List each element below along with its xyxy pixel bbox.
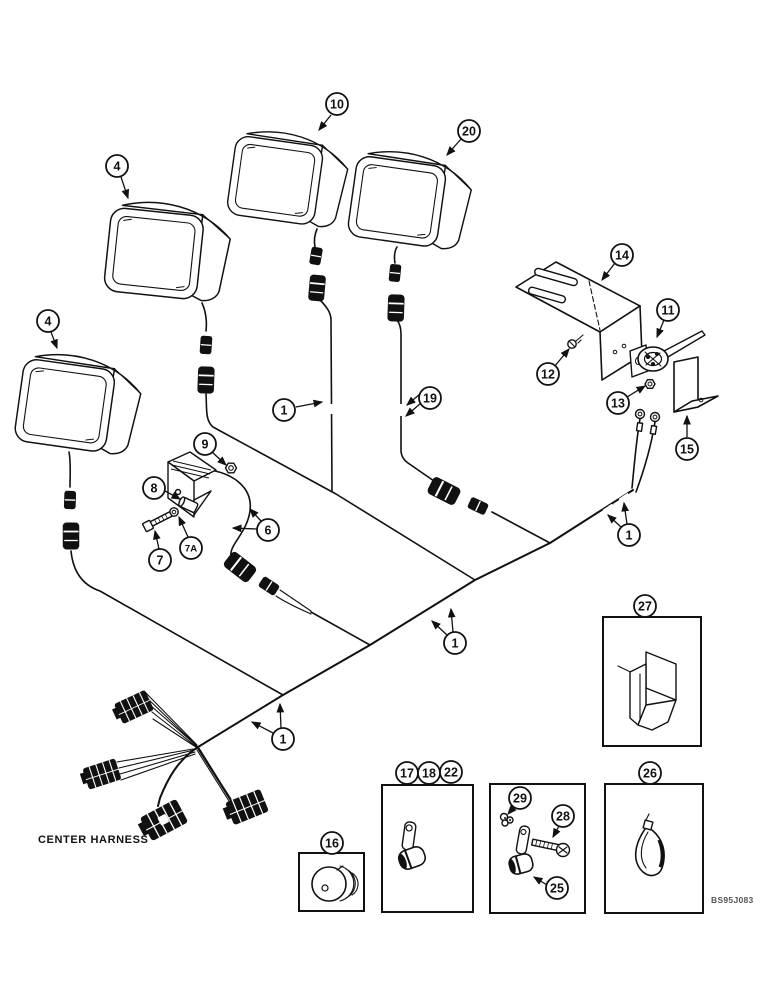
switch-bracket-14 [515,261,643,381]
detail-box-26 [604,783,704,914]
svg-text:1: 1 [280,733,287,747]
wire-main-trunk [157,489,634,807]
wire-breaks [246,404,631,725]
svg-text:7A: 7A [185,544,197,555]
svg-text:8: 8 [151,482,158,496]
center-harness [78,689,270,845]
screw-12 [567,334,584,349]
callout-25: 25 [545,876,569,900]
svg-text:19: 19 [423,392,437,406]
wire-lamp4-left [70,550,284,696]
nut-9 [224,462,238,474]
callout-13: 13 [606,391,630,415]
svg-text:22: 22 [444,766,458,780]
detail-box-17-18-22 [381,784,474,913]
lamp-bracket-assembly [142,451,238,533]
wire-lamp20 [396,319,435,482]
callout-29: 29 [508,786,532,810]
bracket-15 [673,356,719,413]
callout-15: 15 [675,437,699,461]
wire-lamp10 [319,299,333,492]
svg-text:28: 28 [556,810,570,824]
wire-6-jumper [209,469,252,557]
hardware-29 [499,812,514,827]
nut-13 [644,379,656,389]
svg-text:1: 1 [626,529,633,543]
work-lamp-4-upper [102,197,234,304]
svg-text:1: 1 [452,637,459,651]
callout-28: 28 [551,804,575,828]
harness-wires [68,228,656,807]
cover-27 [617,651,677,731]
svg-text:20: 20 [462,125,476,139]
callout-4-upper: 4 [105,154,129,178]
svg-text:11: 11 [661,304,674,318]
callout-17: 17 [395,761,419,785]
callout-26: 26 [638,761,662,785]
callout-1-right: 1 [617,523,641,547]
callout-27: 27 [633,594,657,618]
svg-text:14: 14 [615,249,629,263]
wire-lamp4-upper [205,393,476,581]
clamp-25 [508,825,534,875]
toggle-switch-11 [629,330,706,378]
callout-16: 16 [320,831,344,855]
svg-text:29: 29 [513,792,527,806]
bolt-7 [142,511,173,533]
callout-7: 7 [148,548,172,572]
leader-arrows [50,114,691,886]
svg-text:6: 6 [265,524,272,538]
ring-terminals [634,408,661,436]
callout-11: 11 [656,298,680,322]
svg-text:25: 25 [550,882,564,896]
callout-1-center: 1 [443,631,467,655]
callout-8: 8 [142,476,166,500]
callout-7a: 7A [179,536,203,560]
svg-text:13: 13 [611,397,625,411]
callout-1-lower: 1 [271,727,295,751]
callout-12: 12 [536,362,560,386]
svg-text:7: 7 [157,554,164,568]
svg-text:17: 17 [400,767,414,781]
svg-text:16: 16 [325,837,339,851]
callout-1-mid: 1 [272,398,296,422]
plug-16 [311,865,359,902]
svg-text:26: 26 [643,767,657,781]
work-lamp-4-left [12,348,146,458]
svg-text:1: 1 [281,404,288,418]
svg-text:4: 4 [114,160,121,174]
callout-18: 18 [417,761,441,785]
svg-text:27: 27 [638,600,652,614]
svg-text:15: 15 [680,443,694,457]
svg-text:4: 4 [45,315,52,329]
figure-code: BS95J083 [711,895,754,905]
svg-text:12: 12 [541,368,555,382]
callout-14: 14 [610,243,634,267]
callout-4-left: 4 [36,309,60,333]
spacer-8 [178,496,199,513]
bolt-28 [530,838,571,858]
work-lamp-20 [346,145,476,253]
callout-6: 6 [256,518,280,542]
center-harness-label: CENTER HARNESS [38,834,148,846]
detail-box-25-28-29 [489,783,586,914]
callout-10: 10 [325,92,349,116]
work-lamp-10 [225,125,353,231]
callout-20: 20 [457,119,481,143]
svg-text:9: 9 [202,438,209,452]
svg-text:10: 10 [330,98,344,112]
cable-tie-26 [634,813,665,877]
callout-22: 22 [439,760,463,784]
clamp-17-18-22 [397,821,427,870]
harness-connector-left [78,757,123,792]
svg-text:18: 18 [422,767,436,781]
callout-19: 19 [418,386,442,410]
callout-9: 9 [193,432,217,456]
